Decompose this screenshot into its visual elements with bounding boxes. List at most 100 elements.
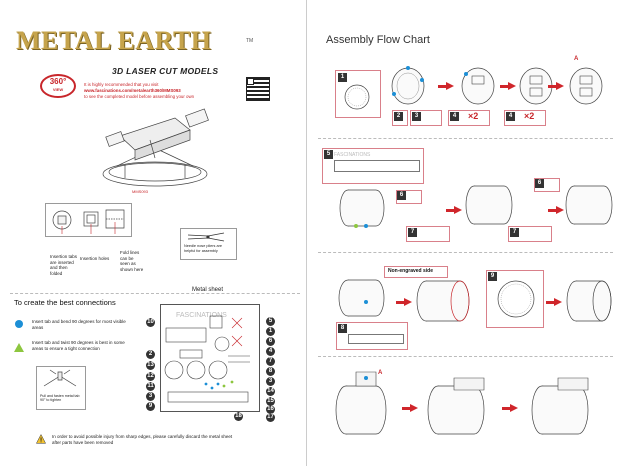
step-number: 4 (506, 112, 515, 121)
recommend-line-1: It is highly recommended that you visit (84, 82, 159, 87)
letter-a-label: A (378, 370, 383, 376)
brand-logo: METAL EARTH (16, 26, 212, 55)
assembly-flow-title: Assembly Flow Chart (326, 34, 430, 46)
pliers-icon (187, 232, 225, 242)
assembly-flow-page: Assembly Flow Chart 1 2 3 4 ×2 4 ×2 A (308, 0, 619, 466)
recommend-line-2: to see the completed model before assemb… (84, 94, 195, 100)
step-number: 9 (488, 272, 497, 281)
model-code: MMS093 (132, 189, 149, 194)
metal-sheet-watermark: FASCINATIONS (176, 312, 227, 319)
step-2-box (392, 110, 408, 126)
model-illustration (102, 108, 209, 187)
safety-warning: In order to avoid possible injury from s… (52, 434, 233, 445)
cylinder-step-7 (565, 185, 613, 225)
cylinder-step-5 (339, 189, 385, 228)
green-triangle-icon (14, 343, 24, 352)
step-number: 7 (510, 228, 519, 237)
view-360-badge: 360° VIEW (40, 74, 76, 98)
watermark: FASCINATIONS (334, 152, 371, 158)
row-divider (318, 252, 613, 253)
sheet-number: 10 (146, 318, 155, 327)
insertion-tabs-caption: Insertion tabs are inserted and then fol… (50, 254, 78, 276)
metal-sheet-title: Metal sheet (192, 287, 224, 293)
sheet-number: 6 (266, 337, 275, 346)
step-number: 6 (535, 179, 544, 188)
pull-tab-box (36, 366, 86, 410)
row-divider (318, 138, 613, 139)
insertion-holes-caption: Insertion holes (80, 256, 110, 261)
sheet-number: 5 (266, 317, 275, 326)
step-4c-assembly (569, 67, 603, 105)
step-4-assembly (461, 67, 495, 105)
flow-arrow (396, 298, 412, 306)
tip-blue: Insert tab and bend 90 degrees for most … (32, 319, 126, 330)
step-number: 5 (324, 150, 333, 159)
step-1-part (344, 84, 370, 110)
step-4a-box (448, 110, 490, 126)
step-9-ring (497, 280, 535, 318)
tip-green: Insert tab and twist 90 degrees is best … (32, 340, 125, 351)
step-1-assembly (391, 66, 425, 105)
page-fold (306, 0, 307, 466)
step-1-box (335, 70, 381, 118)
step-number: 7 (408, 228, 417, 237)
pliers-box (180, 228, 237, 260)
recommendation-text: It is highly recommended that you visit … (84, 82, 254, 101)
sheet-number: 2 (146, 350, 155, 359)
sheet-number: 13 (146, 361, 155, 370)
fold-lines-caption: Fold lines can be seen as shown here (120, 250, 144, 272)
cylinder-step-10 (335, 371, 387, 435)
quantity-label: ×2 (524, 111, 535, 121)
flow-arrow (548, 206, 564, 214)
warning-icon (35, 433, 47, 444)
sheet-number: 8 (266, 367, 275, 376)
step-7a-box (406, 226, 450, 242)
non-engraved-label: Non-engraved side (388, 268, 434, 274)
cylinder-step-11 (427, 377, 485, 435)
flow-arrow (548, 82, 564, 90)
cylinder-step-8 (338, 279, 385, 317)
cylinder-step-9b (566, 280, 612, 322)
step-number: 8 (338, 324, 347, 333)
cylinder-step-6 (465, 185, 513, 225)
flow-arrow (500, 82, 516, 90)
row-divider (318, 356, 613, 357)
step-6a-box (396, 190, 422, 204)
sheet-number: 12 (146, 372, 155, 381)
brand-subtitle: 3D LASER CUT MODELS (112, 66, 219, 76)
step-5-strip (334, 160, 420, 172)
sheet-number: 3 (146, 392, 155, 401)
step-4b-box (504, 110, 546, 126)
blue-dot-icon (15, 320, 23, 328)
metal-sheet (160, 304, 260, 412)
cylinder-step-9a (416, 280, 470, 322)
step-number: 2 (394, 112, 403, 121)
step-number: 4 (450, 112, 459, 121)
pliers-note: Needle nose pliers are helpful for assem… (184, 244, 222, 253)
step-8-strip (348, 334, 404, 344)
flow-arrow (546, 298, 562, 306)
step-number: 3 (412, 112, 421, 121)
step-6b-box (534, 178, 560, 192)
sheet-number: 1 (266, 327, 275, 336)
sheet-number: 16 (266, 405, 275, 414)
badge-degrees: 360° (49, 77, 67, 86)
metal-sheet-parts (164, 315, 250, 403)
qr-code[interactable] (246, 77, 270, 101)
recommend-url[interactable]: www.fascinations.com/metalearth360/MMS09… (84, 88, 181, 94)
non-engraved-box (384, 266, 448, 278)
insertion-diagram (52, 209, 125, 234)
step-number: 6 (397, 191, 406, 200)
step-8-box (336, 322, 408, 350)
sheet-number: 17 (266, 413, 275, 422)
step-number: 1 (338, 73, 347, 82)
flow-arrow (446, 206, 462, 214)
sheet-number: 3 (266, 377, 275, 386)
step-5-box (322, 148, 424, 184)
cylinder-step-12 (531, 377, 589, 435)
sheet-number: 14 (266, 387, 275, 396)
sheet-number: 7 (266, 357, 275, 366)
sheet-number: 9 (146, 402, 155, 411)
sheet-number: 4 (266, 347, 275, 356)
flow-arrow (438, 82, 454, 90)
